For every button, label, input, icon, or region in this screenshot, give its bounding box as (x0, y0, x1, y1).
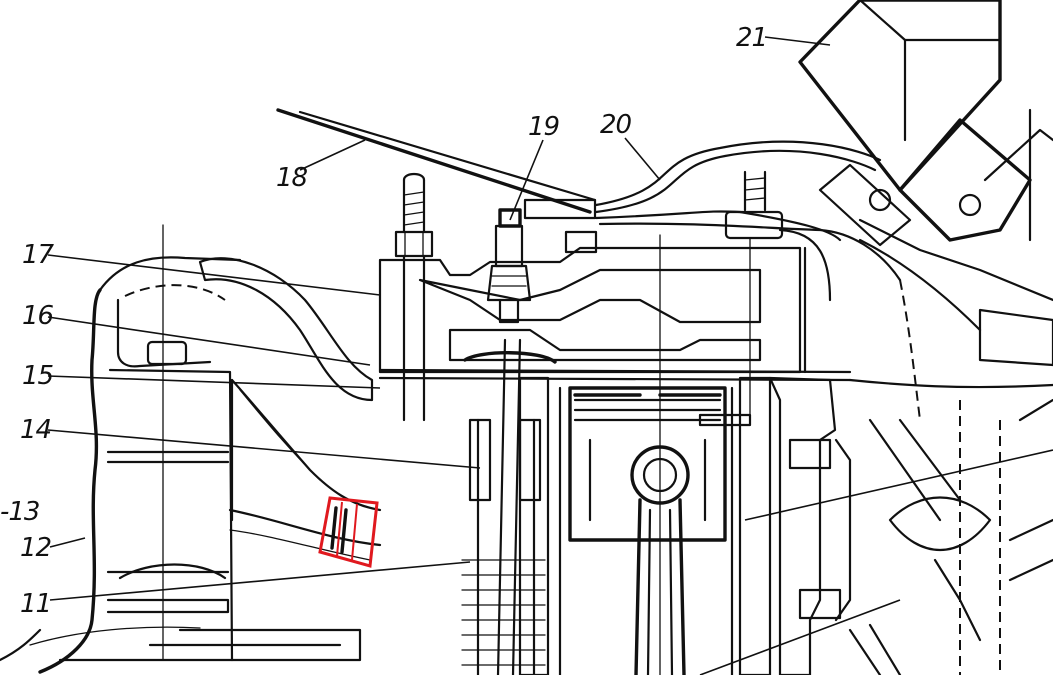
intake-manifold (0, 224, 362, 674)
label-14: 14 (20, 415, 51, 445)
label-17: 17 (22, 240, 55, 270)
head-stud (394, 172, 434, 422)
connecting-rod (634, 234, 686, 675)
callout-labels: 11 12 -13 14 15 16 17 18 19 20 21 (0, 23, 768, 619)
ignition-wires (594, 140, 902, 302)
label-18: 18 (276, 163, 308, 193)
distributor (798, 0, 1053, 302)
label-20: 20 (600, 110, 632, 140)
label-21: 21 (736, 23, 767, 53)
right-side-assembly (848, 238, 1053, 675)
head-nuts (564, 170, 784, 421)
label-13: -13 (0, 497, 39, 527)
label-11: 11 (20, 589, 51, 619)
cylinder-block (518, 376, 852, 675)
label-16: 16 (22, 301, 54, 331)
label-12: 12 (20, 533, 51, 563)
valve-assembly (461, 338, 557, 675)
intake-port (198, 257, 382, 561)
cylinder-head (378, 246, 852, 382)
highlight-box (318, 496, 379, 568)
leader-lines (47, 36, 1053, 675)
spark-plug (486, 208, 532, 324)
piston (568, 386, 752, 542)
label-19: 19 (528, 112, 559, 142)
label-15: 15 (22, 361, 54, 391)
